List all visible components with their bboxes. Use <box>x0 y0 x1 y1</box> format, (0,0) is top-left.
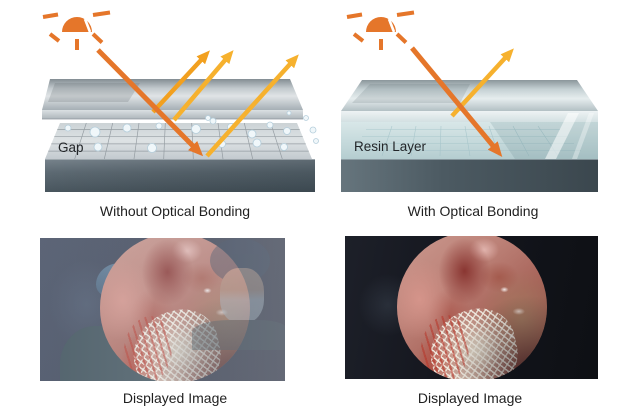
diagram-without-bonding: Gap <box>41 10 319 192</box>
gap-label: Gap <box>58 140 84 155</box>
resin-label: Resin Layer <box>354 139 427 154</box>
surgical-gown <box>192 320 285 350</box>
light-rays-left <box>96 48 299 158</box>
incident-ray <box>410 46 503 158</box>
displayed-image-with-bonding <box>345 236 598 379</box>
surgeon-reflection-right <box>192 238 285 350</box>
resin-layer: Resin Layer <box>341 113 598 159</box>
caption-without-bonding: Without Optical Bonding <box>99 203 251 219</box>
reflected-ray-panel <box>205 54 299 158</box>
scope-shadow <box>397 236 547 379</box>
caption-with-bonding: With Optical Bonding <box>407 203 539 219</box>
light-rays-right <box>410 46 514 158</box>
displayed-image-without-bonding <box>40 238 285 381</box>
display-panel-layer <box>45 159 315 192</box>
sun-icon <box>41 10 112 52</box>
resin-shade <box>490 122 598 159</box>
caption-displayed-image-right: Displayed Image <box>417 390 523 406</box>
scope-shadow <box>100 238 250 381</box>
masked-face <box>220 268 264 323</box>
glass-highlight-streak <box>545 113 579 159</box>
reflected-ray-glass-2 <box>172 50 234 122</box>
incident-ray <box>96 48 204 157</box>
resin-grid <box>354 125 581 157</box>
glass-highlight-streak <box>572 113 594 159</box>
bonding-diagrams: Gap <box>41 10 598 192</box>
diagram-with-bonding: Resin Layer <box>341 10 598 192</box>
air-gap-layer: Gap <box>45 110 319 160</box>
endoscope-view <box>397 236 547 379</box>
vignette-overlay <box>345 236 598 379</box>
glare-wash-overlay <box>40 238 285 381</box>
surgical-cap <box>210 238 270 283</box>
sun-icon <box>345 10 416 52</box>
caption-displayed-image-left: Displayed Image <box>122 390 228 406</box>
cover-glass-layer <box>42 79 303 120</box>
endoscope-view <box>100 238 250 381</box>
display-panel-layer <box>341 159 598 192</box>
reflected-ray-glass-1 <box>151 50 210 114</box>
air-bubbles <box>64 110 319 153</box>
